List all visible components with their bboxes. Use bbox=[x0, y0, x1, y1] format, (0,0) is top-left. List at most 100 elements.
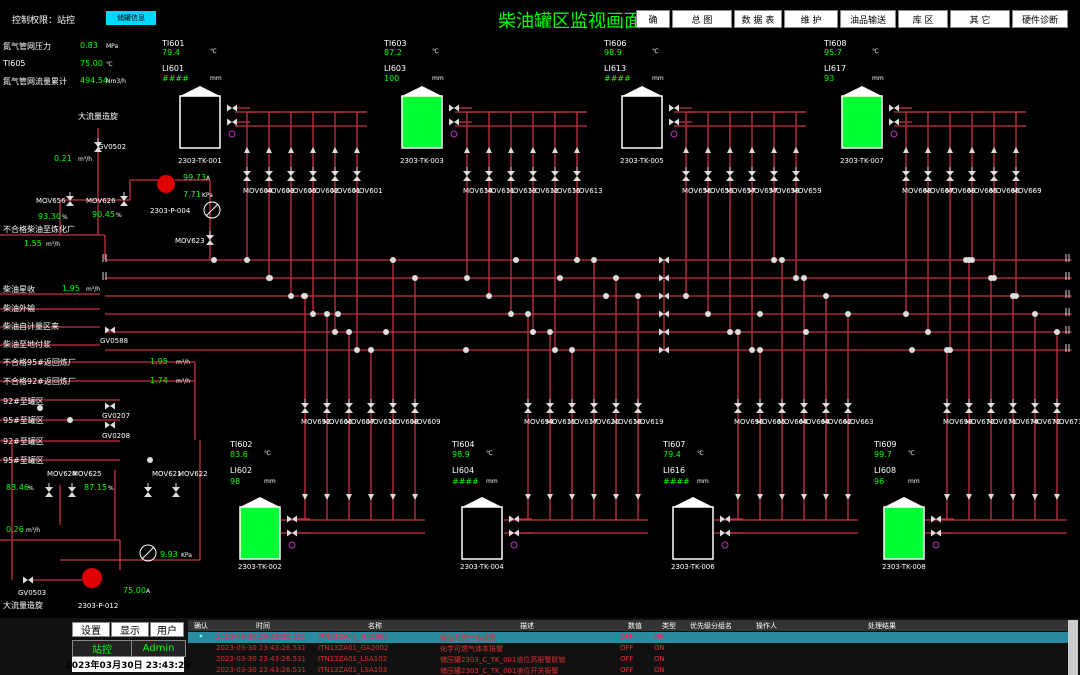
valve-icon[interactable] bbox=[734, 399, 742, 413]
nav-tank-area-button[interactable]: 库 区 bbox=[898, 10, 948, 28]
valve-icon[interactable] bbox=[612, 399, 620, 413]
display-button[interactable]: 显示 bbox=[111, 622, 149, 637]
valve-icon[interactable] bbox=[931, 529, 941, 537]
valve-icon[interactable] bbox=[669, 104, 679, 112]
valve-icon[interactable] bbox=[206, 231, 214, 245]
valve-icon[interactable] bbox=[968, 167, 976, 181]
valve-icon[interactable] bbox=[345, 399, 353, 413]
valve-icon[interactable] bbox=[748, 167, 756, 181]
valve-icon[interactable] bbox=[546, 399, 554, 413]
valve-icon[interactable] bbox=[353, 167, 361, 181]
valve-icon[interactable] bbox=[931, 515, 941, 523]
valve-icon[interactable] bbox=[94, 138, 102, 152]
valve-icon[interactable] bbox=[792, 167, 800, 181]
tank-info-button[interactable]: 储罐信息 bbox=[106, 11, 156, 25]
nav-datatable-button[interactable]: 数 据 表 bbox=[734, 10, 782, 28]
valve-icon[interactable] bbox=[659, 256, 669, 264]
nav-hardware-diag-button[interactable]: 硬件诊断 bbox=[1012, 10, 1068, 28]
valve-icon[interactable] bbox=[551, 167, 559, 181]
valve-icon[interactable] bbox=[924, 167, 932, 181]
valve-icon[interactable] bbox=[23, 576, 33, 584]
valve-icon[interactable] bbox=[573, 167, 581, 181]
nav-maintenance-button[interactable]: 维 护 bbox=[784, 10, 838, 28]
valve-icon[interactable] bbox=[287, 529, 297, 537]
valve-icon[interactable] bbox=[411, 399, 419, 413]
valve-icon[interactable] bbox=[889, 104, 899, 112]
valve-icon[interactable] bbox=[227, 118, 237, 126]
valve-icon[interactable] bbox=[389, 399, 397, 413]
valve-icon[interactable] bbox=[682, 167, 690, 181]
valve-icon[interactable] bbox=[943, 399, 951, 413]
nav-confirm-button[interactable]: 确 bbox=[636, 10, 670, 28]
valve-icon[interactable] bbox=[720, 515, 730, 523]
valve-icon[interactable] bbox=[529, 167, 537, 181]
valve-icon[interactable] bbox=[946, 167, 954, 181]
valve-icon[interactable] bbox=[659, 346, 669, 354]
valve-icon[interactable] bbox=[800, 399, 808, 413]
valve-icon[interactable] bbox=[659, 274, 669, 282]
valve-icon[interactable] bbox=[144, 483, 152, 497]
valve-icon[interactable] bbox=[105, 421, 115, 429]
alarm-scrollbar[interactable] bbox=[1068, 620, 1078, 675]
valve-icon[interactable] bbox=[287, 515, 297, 523]
valve-icon[interactable] bbox=[726, 167, 734, 181]
valve-body bbox=[367, 403, 375, 413]
valve-icon[interactable] bbox=[172, 483, 180, 497]
valve-icon[interactable] bbox=[66, 192, 74, 206]
valve-icon[interactable] bbox=[844, 399, 852, 413]
valve-icon[interactable] bbox=[704, 167, 712, 181]
valve-icon[interactable] bbox=[659, 292, 669, 300]
valve-icon[interactable] bbox=[509, 515, 519, 523]
valve-icon[interactable] bbox=[309, 167, 317, 181]
valve-icon[interactable] bbox=[68, 483, 76, 497]
valve-icon[interactable] bbox=[889, 118, 899, 126]
valve-icon[interactable] bbox=[509, 529, 519, 537]
valve-icon[interactable] bbox=[1009, 399, 1017, 413]
valve-icon[interactable] bbox=[524, 399, 532, 413]
valve-icon[interactable] bbox=[987, 399, 995, 413]
valve-icon[interactable] bbox=[301, 399, 309, 413]
valve-icon[interactable] bbox=[227, 104, 237, 112]
user-button[interactable]: 用户 bbox=[150, 622, 184, 637]
valve-icon[interactable] bbox=[463, 167, 471, 181]
nav-other-button[interactable]: 其 它 bbox=[950, 10, 1010, 28]
valve-icon[interactable] bbox=[485, 167, 493, 181]
valve-icon[interactable] bbox=[778, 399, 786, 413]
valve-icon[interactable] bbox=[120, 192, 128, 206]
valve-icon[interactable] bbox=[720, 529, 730, 537]
valve-icon[interactable] bbox=[367, 399, 375, 413]
valve-icon[interactable] bbox=[323, 399, 331, 413]
valve-icon[interactable] bbox=[449, 118, 459, 126]
valve-icon[interactable] bbox=[45, 483, 53, 497]
valve-icon[interactable] bbox=[590, 399, 598, 413]
valve-icon[interactable] bbox=[105, 402, 115, 410]
valve-icon[interactable] bbox=[265, 167, 273, 181]
valve-icon[interactable] bbox=[659, 328, 669, 336]
valve-icon[interactable] bbox=[449, 104, 459, 112]
valve-icon[interactable] bbox=[770, 167, 778, 181]
valve-icon[interactable] bbox=[243, 167, 251, 181]
valve-icon[interactable] bbox=[1053, 399, 1061, 413]
nav-overview-button[interactable]: 总 图 bbox=[672, 10, 732, 28]
nav-oil-transfer-button[interactable]: 油品输送 bbox=[840, 10, 896, 28]
valve-icon[interactable] bbox=[902, 167, 910, 181]
valve-icon[interactable] bbox=[507, 167, 515, 181]
valve-icon[interactable] bbox=[634, 399, 642, 413]
valve-icon[interactable] bbox=[659, 310, 669, 318]
valve-icon[interactable] bbox=[965, 399, 973, 413]
valve-icon[interactable] bbox=[331, 167, 339, 181]
valve-icon[interactable] bbox=[756, 399, 764, 413]
valve-icon[interactable] bbox=[990, 167, 998, 181]
valve-icon[interactable] bbox=[669, 118, 679, 126]
valve-icon[interactable] bbox=[105, 326, 115, 334]
valve-icon[interactable] bbox=[1012, 167, 1020, 181]
valve-icon[interactable] bbox=[1031, 399, 1039, 413]
valve-icon[interactable] bbox=[822, 399, 830, 413]
valve-icon[interactable] bbox=[287, 167, 295, 181]
settings-button[interactable]: 设置 bbox=[72, 622, 110, 637]
valve-icon[interactable] bbox=[568, 399, 576, 413]
